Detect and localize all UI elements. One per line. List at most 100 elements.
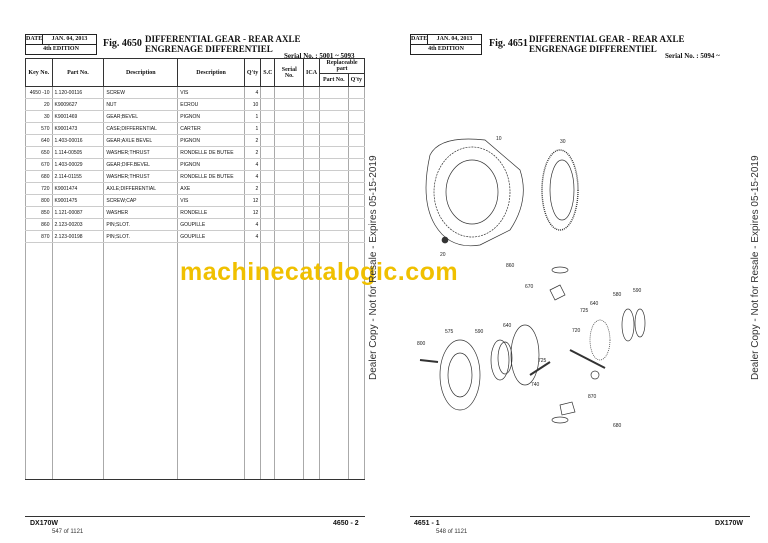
- cell-key-no: 670: [25, 158, 53, 171]
- footer-count: 547 of 1121: [52, 529, 84, 535]
- col-desc-fr: Description: [177, 58, 245, 87]
- date-label: DATE: [411, 35, 428, 44]
- cell-desc-fr: RONDELLE DE BUTEE: [177, 170, 245, 183]
- side-notice-center: Dealer Copy - Not for Resale - Expires 0…: [368, 155, 379, 380]
- cell-qty: 1: [243, 122, 262, 135]
- cell-rep-qty: [347, 170, 366, 183]
- cell-desc-fr: RONDELLE: [177, 206, 245, 219]
- edition: 4th EDITION: [43, 46, 79, 52]
- cell-serial-no: [274, 122, 305, 135]
- cell-sc: [260, 98, 276, 111]
- cell-sc: [260, 86, 276, 99]
- callout-label: 720: [572, 328, 581, 334]
- date-value: JAN. 04, 2013: [436, 36, 473, 42]
- cell-ica: [303, 110, 321, 123]
- cell-key-no: 720: [25, 182, 53, 195]
- cell-part-no: K9001473: [51, 122, 105, 135]
- cell-part-no: 1.121-00087: [51, 206, 105, 219]
- cell-key-no: 30: [25, 110, 53, 123]
- empty-cell: [243, 242, 262, 480]
- cell-rep-qty: [347, 182, 366, 195]
- cell-desc-en: CASE;DIFFERENTIAL: [103, 122, 179, 135]
- col-rep-part-no: Part No.: [319, 73, 349, 87]
- cell-serial-no: [274, 110, 305, 123]
- cell-key-no: 860: [25, 218, 53, 231]
- cell-key-no: 4650 -10: [25, 86, 53, 99]
- cell-desc-fr: PIGNON: [177, 134, 245, 147]
- cell-ica: [303, 182, 321, 195]
- cell-key-no: 20: [25, 98, 53, 111]
- cell-key-no: 800: [25, 194, 53, 207]
- cell-desc-en: WASHER;THRUST: [103, 170, 179, 183]
- cell-rep-qty: [347, 146, 366, 159]
- cell-part-no: K9001475: [51, 194, 105, 207]
- cell-qty: 4: [243, 158, 262, 171]
- cell-desc-fr: VIS: [177, 86, 245, 99]
- footer-model: DX170W: [30, 520, 59, 527]
- cell-rep-part-no: [319, 206, 349, 219]
- empty-cell: [319, 242, 349, 480]
- cell-desc-fr: GOUPILLE: [177, 218, 245, 231]
- date-value: JAN. 04, 2013: [51, 36, 88, 42]
- cell-serial-no: [274, 194, 305, 207]
- cell-rep-qty: [347, 218, 366, 231]
- cell-rep-part-no: [319, 194, 349, 207]
- cell-qty: 2: [243, 146, 262, 159]
- callout-label: 575: [445, 329, 454, 335]
- footer-page: 4650 - 2: [333, 520, 359, 527]
- callout-label: 640: [503, 323, 512, 329]
- cell-rep-part-no: [319, 86, 349, 99]
- fig-number-value: 4650: [121, 38, 142, 49]
- cell-sc: [260, 206, 276, 219]
- cell-serial-no: [274, 146, 305, 159]
- cell-sc: [260, 182, 276, 195]
- cell-qty: 1: [243, 110, 262, 123]
- cell-qty: 4: [243, 86, 262, 99]
- left-page: DATE JAN. 04, 2013 4th EDITION Fig. 4650 …: [25, 34, 366, 535]
- cell-desc-en: NUT: [103, 98, 179, 111]
- cell-rep-part-no: [319, 218, 349, 231]
- title-fr: ENGRENAGE DIFFERENTIEL: [529, 44, 657, 54]
- cell-serial-no: [274, 134, 305, 147]
- footer-count: 548 of 1121: [436, 529, 468, 535]
- cell-desc-fr: VIS: [177, 194, 245, 207]
- date-label: DATE: [26, 35, 43, 44]
- cell-ica: [303, 98, 321, 111]
- footer-page: 4651 - 1: [414, 520, 440, 527]
- callout-label: 725: [538, 358, 547, 364]
- cell-qty: 4: [243, 170, 262, 183]
- cell-rep-qty: [347, 194, 366, 207]
- cell-qty: 10: [243, 98, 262, 111]
- cell-part-no: 2.123-00198: [51, 230, 105, 243]
- cell-part-no: 1.403-00029: [51, 158, 105, 171]
- cell-ica: [303, 86, 321, 99]
- fig-prefix: Fig.: [489, 38, 506, 49]
- cell-sc: [260, 146, 276, 159]
- cell-rep-part-no: [319, 134, 349, 147]
- empty-cell: [51, 242, 105, 480]
- callout-label: 20: [440, 252, 446, 258]
- col-sc: S.C: [260, 58, 276, 87]
- cell-serial-no: [274, 86, 305, 99]
- footer-line: [25, 516, 365, 517]
- empty-cell: [25, 242, 53, 480]
- footer-line: [410, 516, 750, 517]
- side-notice-right: Dealer Copy - Not for Resale - Expires 0…: [750, 155, 761, 380]
- cell-part-no: K9001474: [51, 182, 105, 195]
- cell-part-no: 2.123-00203: [51, 218, 105, 231]
- cell-ica: [303, 218, 321, 231]
- fig-prefix: Fig.: [103, 38, 120, 49]
- cell-qty: 4: [243, 218, 262, 231]
- cell-qty: 12: [243, 194, 262, 207]
- cell-desc-en: SCREW: [103, 86, 179, 99]
- cell-desc-en: PIN;SLOT.: [103, 230, 179, 243]
- cell-desc-fr: ECROU: [177, 98, 245, 111]
- callout-label: 740: [531, 382, 540, 388]
- empty-cell: [177, 242, 245, 480]
- col-serial-no: Serial No.: [274, 58, 305, 87]
